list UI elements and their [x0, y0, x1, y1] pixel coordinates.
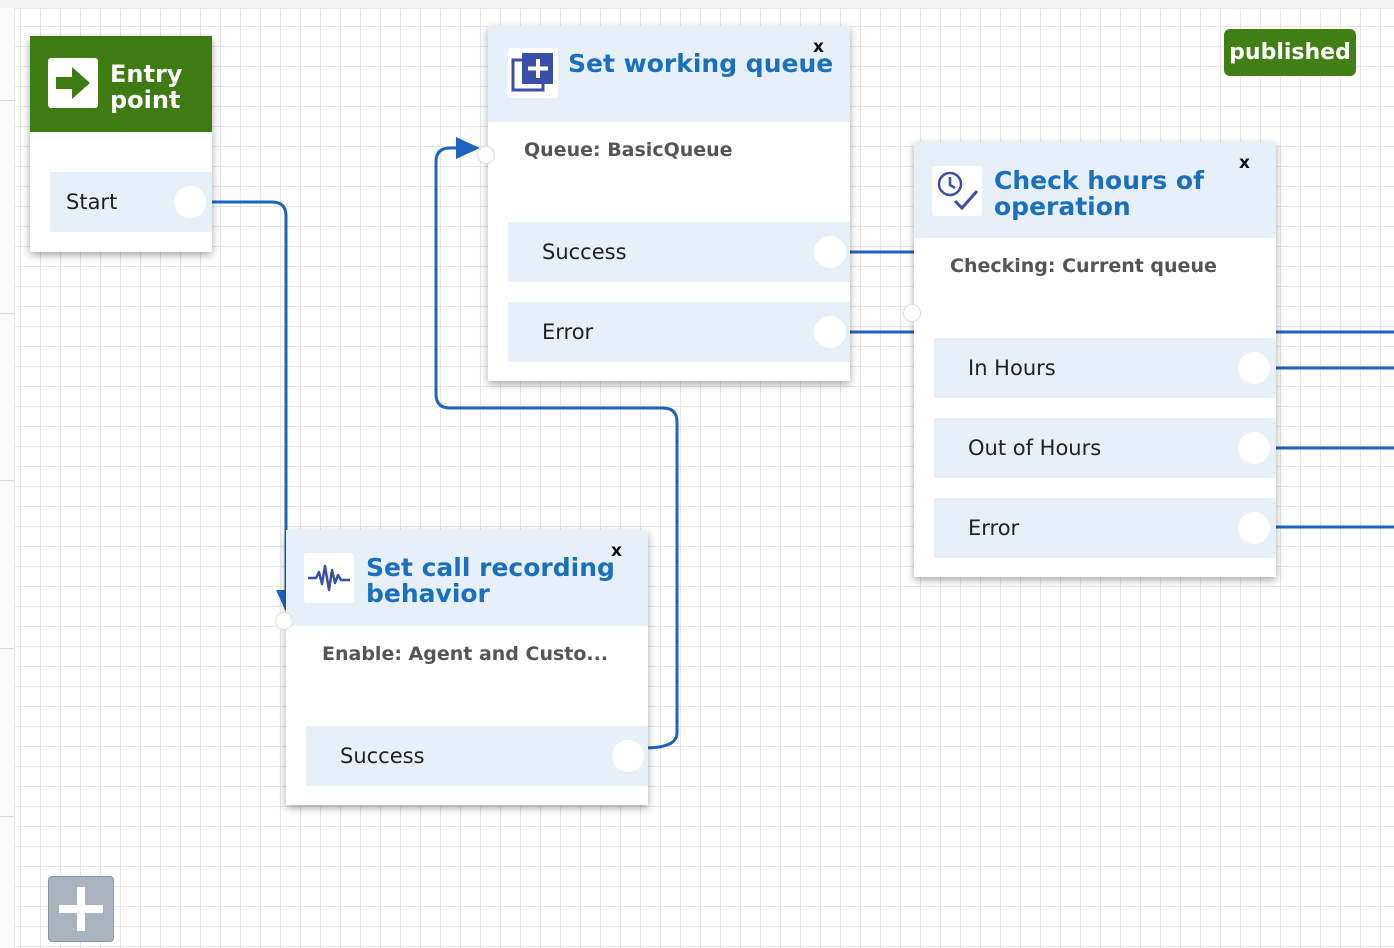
connector-recording-success-to-queue [434, 146, 679, 750]
clock-check-icon [932, 166, 982, 216]
divider [0, 313, 14, 314]
branch-success[interactable]: Success [508, 222, 850, 282]
output-port[interactable] [612, 740, 644, 772]
input-port[interactable] [903, 304, 921, 322]
block-header: Set call recording behavior x [286, 530, 648, 626]
branch-label: Success [542, 240, 627, 264]
block-title-line: behavior [366, 579, 490, 608]
block-description: Enable: Agent and Custo... [322, 643, 609, 665]
output-port[interactable] [814, 236, 846, 268]
entry-point-header: Entry point [30, 36, 212, 132]
add-block-button[interactable] [48, 876, 114, 942]
left-panel-edge [0, 8, 15, 948]
close-button[interactable]: x [1239, 153, 1250, 173]
divider [0, 816, 14, 817]
branch-start[interactable]: Start [50, 172, 212, 232]
block-title: Set call recording behavior [366, 555, 615, 607]
entry-point-block[interactable]: Entry point Start [30, 36, 212, 252]
branch-label: Out of Hours [968, 436, 1102, 460]
branch-label: Success [340, 744, 425, 768]
set-call-recording-block[interactable]: Set call recording behavior x Enable: Ag… [286, 530, 648, 805]
divider [0, 100, 14, 101]
block-description: Queue: BasicQueue [524, 139, 733, 161]
block-title-line: Set call recording [366, 553, 615, 582]
top-bar-edge [0, 0, 1394, 9]
branch-success[interactable]: Success [306, 726, 648, 786]
block-title-line: Check hours of [994, 166, 1204, 195]
set-working-queue-block[interactable]: Set working queue x Queue: BasicQueue Su… [488, 26, 850, 381]
output-port[interactable] [814, 316, 846, 348]
queue-plus-icon [508, 48, 558, 98]
input-port[interactable] [275, 612, 293, 630]
branch-error[interactable]: Error [934, 498, 1276, 558]
check-hours-block[interactable]: Check hours of operation x Checking: Cur… [914, 142, 1276, 577]
arrow-right-icon [48, 58, 98, 108]
branch-error[interactable]: Error [508, 302, 850, 362]
status-badge: published [1224, 29, 1356, 76]
output-port[interactable] [1238, 352, 1270, 384]
block-title: Check hours of operation [994, 168, 1204, 220]
entry-point-title: Entry point [110, 60, 183, 114]
connector-start-to-recording [207, 200, 288, 596]
arrowhead [456, 137, 480, 159]
divider [0, 648, 14, 649]
branch-label: Error [542, 320, 594, 344]
block-description: Checking: Current queue [950, 255, 1217, 277]
close-button[interactable]: x [611, 541, 622, 561]
divider [0, 480, 14, 481]
block-header: Check hours of operation x [914, 142, 1276, 238]
block-title: Set working queue [568, 49, 834, 78]
output-port[interactable] [174, 186, 206, 218]
plus-icon [59, 887, 103, 931]
branch-out-of-hours[interactable]: Out of Hours [934, 418, 1276, 478]
branch-label: In Hours [968, 356, 1056, 380]
output-port[interactable] [1238, 512, 1270, 544]
block-title-line: operation [994, 192, 1131, 221]
branch-label: Start [66, 190, 118, 214]
branch-label: Error [968, 516, 1020, 540]
close-button[interactable]: x [813, 37, 824, 57]
branch-in-hours[interactable]: In Hours [934, 338, 1276, 398]
waveform-icon [304, 553, 354, 603]
block-header: Set working queue x [488, 26, 850, 122]
output-port[interactable] [1238, 432, 1270, 464]
input-port[interactable] [477, 146, 495, 164]
